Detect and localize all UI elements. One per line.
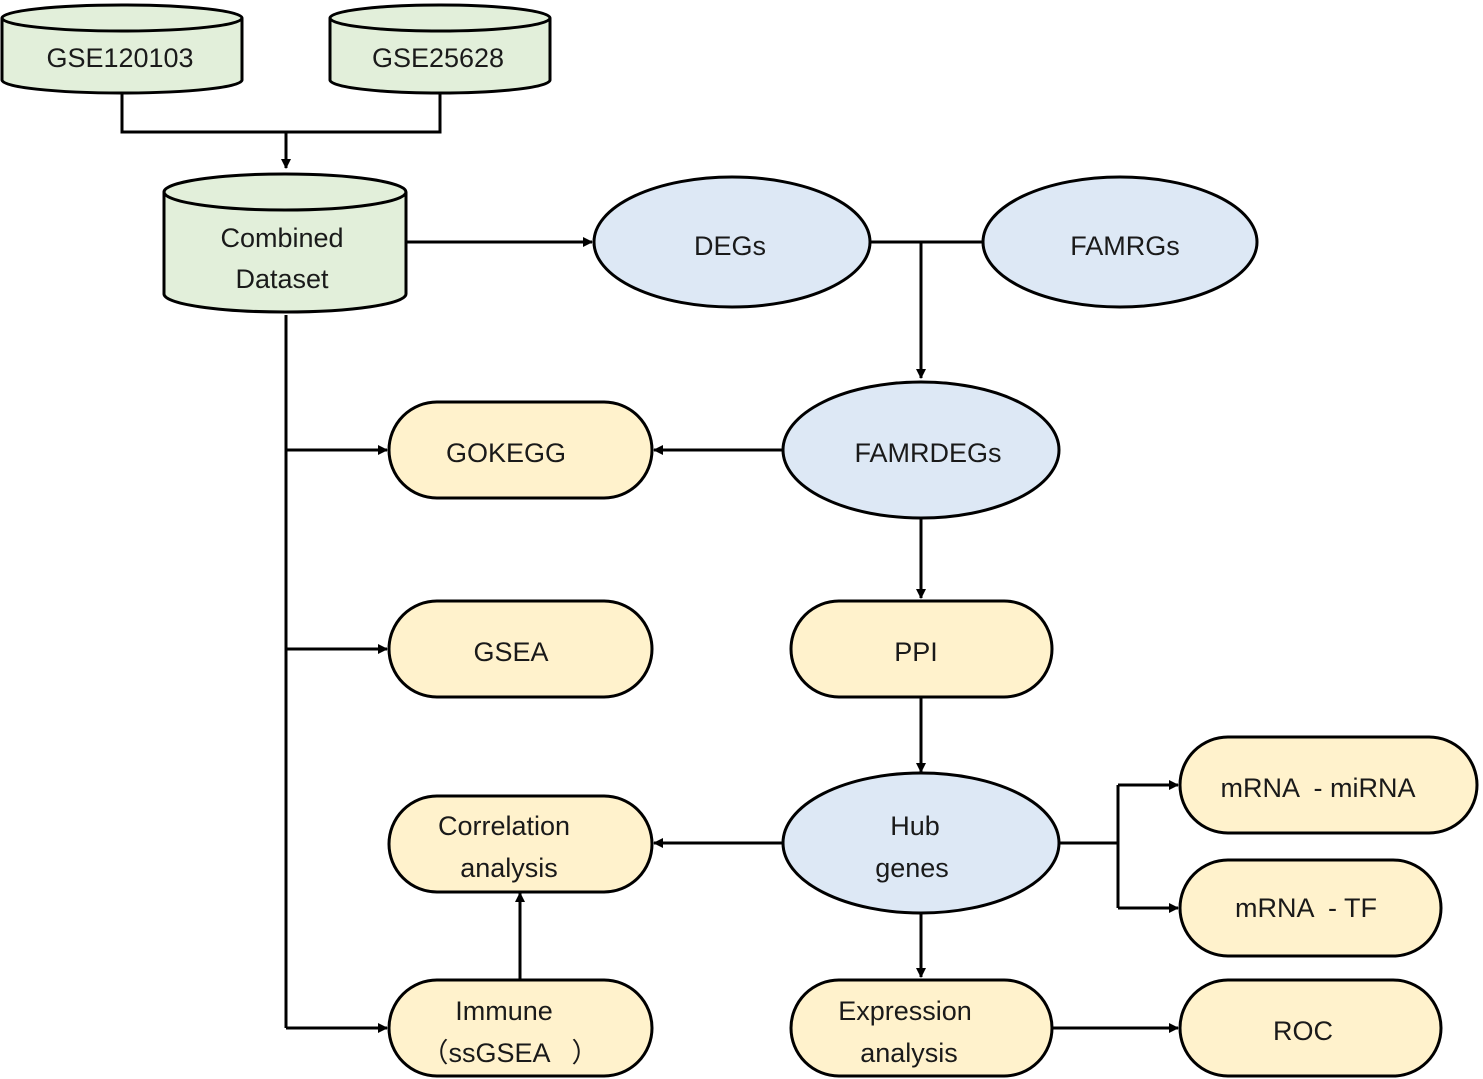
- combined-label-line1: Combined: [220, 223, 343, 253]
- node-roc: ROC: [1178, 978, 1443, 1078]
- node-degs-label: DEGs: [694, 231, 766, 261]
- edges: [120, 92, 1179, 1033]
- dataset-gse120103-label: GSE120103: [46, 43, 193, 73]
- combined-label-line2: Dataset: [235, 264, 329, 294]
- node-correlation-analysis: Correlation analysis: [387, 794, 654, 894]
- node-famrgs: FAMRGs: [981, 175, 1259, 309]
- node-immune-label-line1: Immune: [455, 996, 553, 1026]
- node-ppi-label: PPI: [894, 637, 938, 667]
- node-immune-label-line2: （ssGSEA ）: [421, 1038, 598, 1068]
- edge-gse-merge: [120, 92, 442, 134]
- node-roc-label: ROC: [1273, 1016, 1333, 1046]
- node-expression-label-line2: analysis: [860, 1038, 958, 1068]
- node-gokegg: GOKEGG: [387, 400, 654, 500]
- dataset-combined: Combined Dataset: [162, 172, 408, 314]
- dataset-gse25628: GSE25628: [328, 3, 552, 95]
- node-immune-ssgsea: Immune （ssGSEA ）: [387, 978, 654, 1078]
- node-mrna-mirna-label: mRNA - miRNA: [1221, 773, 1416, 803]
- node-hub-genes: Hub genes: [781, 771, 1061, 915]
- node-ppi: PPI: [789, 599, 1054, 699]
- edge-hub-branch: [1058, 785, 1120, 908]
- node-gsea-label: GSEA: [473, 637, 548, 667]
- node-hub-label-line2: genes: [875, 853, 949, 883]
- node-correlation-label-line1: Correlation: [438, 811, 570, 841]
- node-expression-label-line1: Expression: [838, 996, 972, 1026]
- node-mrna-tf-label: mRNA - TF: [1235, 893, 1377, 923]
- node-famrdegs-label: FAMRDEGs: [854, 438, 1001, 468]
- node-gsea: GSEA: [387, 599, 654, 699]
- dataset-gse120103: GSE120103: [0, 3, 244, 95]
- node-correlation-label-line2: analysis: [460, 853, 558, 883]
- node-famrgs-label: FAMRGs: [1070, 231, 1180, 261]
- node-expression-analysis: Expression analysis: [789, 978, 1054, 1078]
- node-mrna-mirna: mRNA - miRNA: [1178, 735, 1479, 835]
- node-famrdegs: FAMRDEGs: [781, 380, 1061, 520]
- node-gokegg-label: GOKEGG: [446, 438, 566, 468]
- node-degs: DEGs: [592, 175, 872, 309]
- node-mrna-tf: mRNA - TF: [1178, 858, 1443, 958]
- node-hub-label-line1: Hub: [890, 811, 940, 841]
- dataset-gse25628-label: GSE25628: [372, 43, 504, 73]
